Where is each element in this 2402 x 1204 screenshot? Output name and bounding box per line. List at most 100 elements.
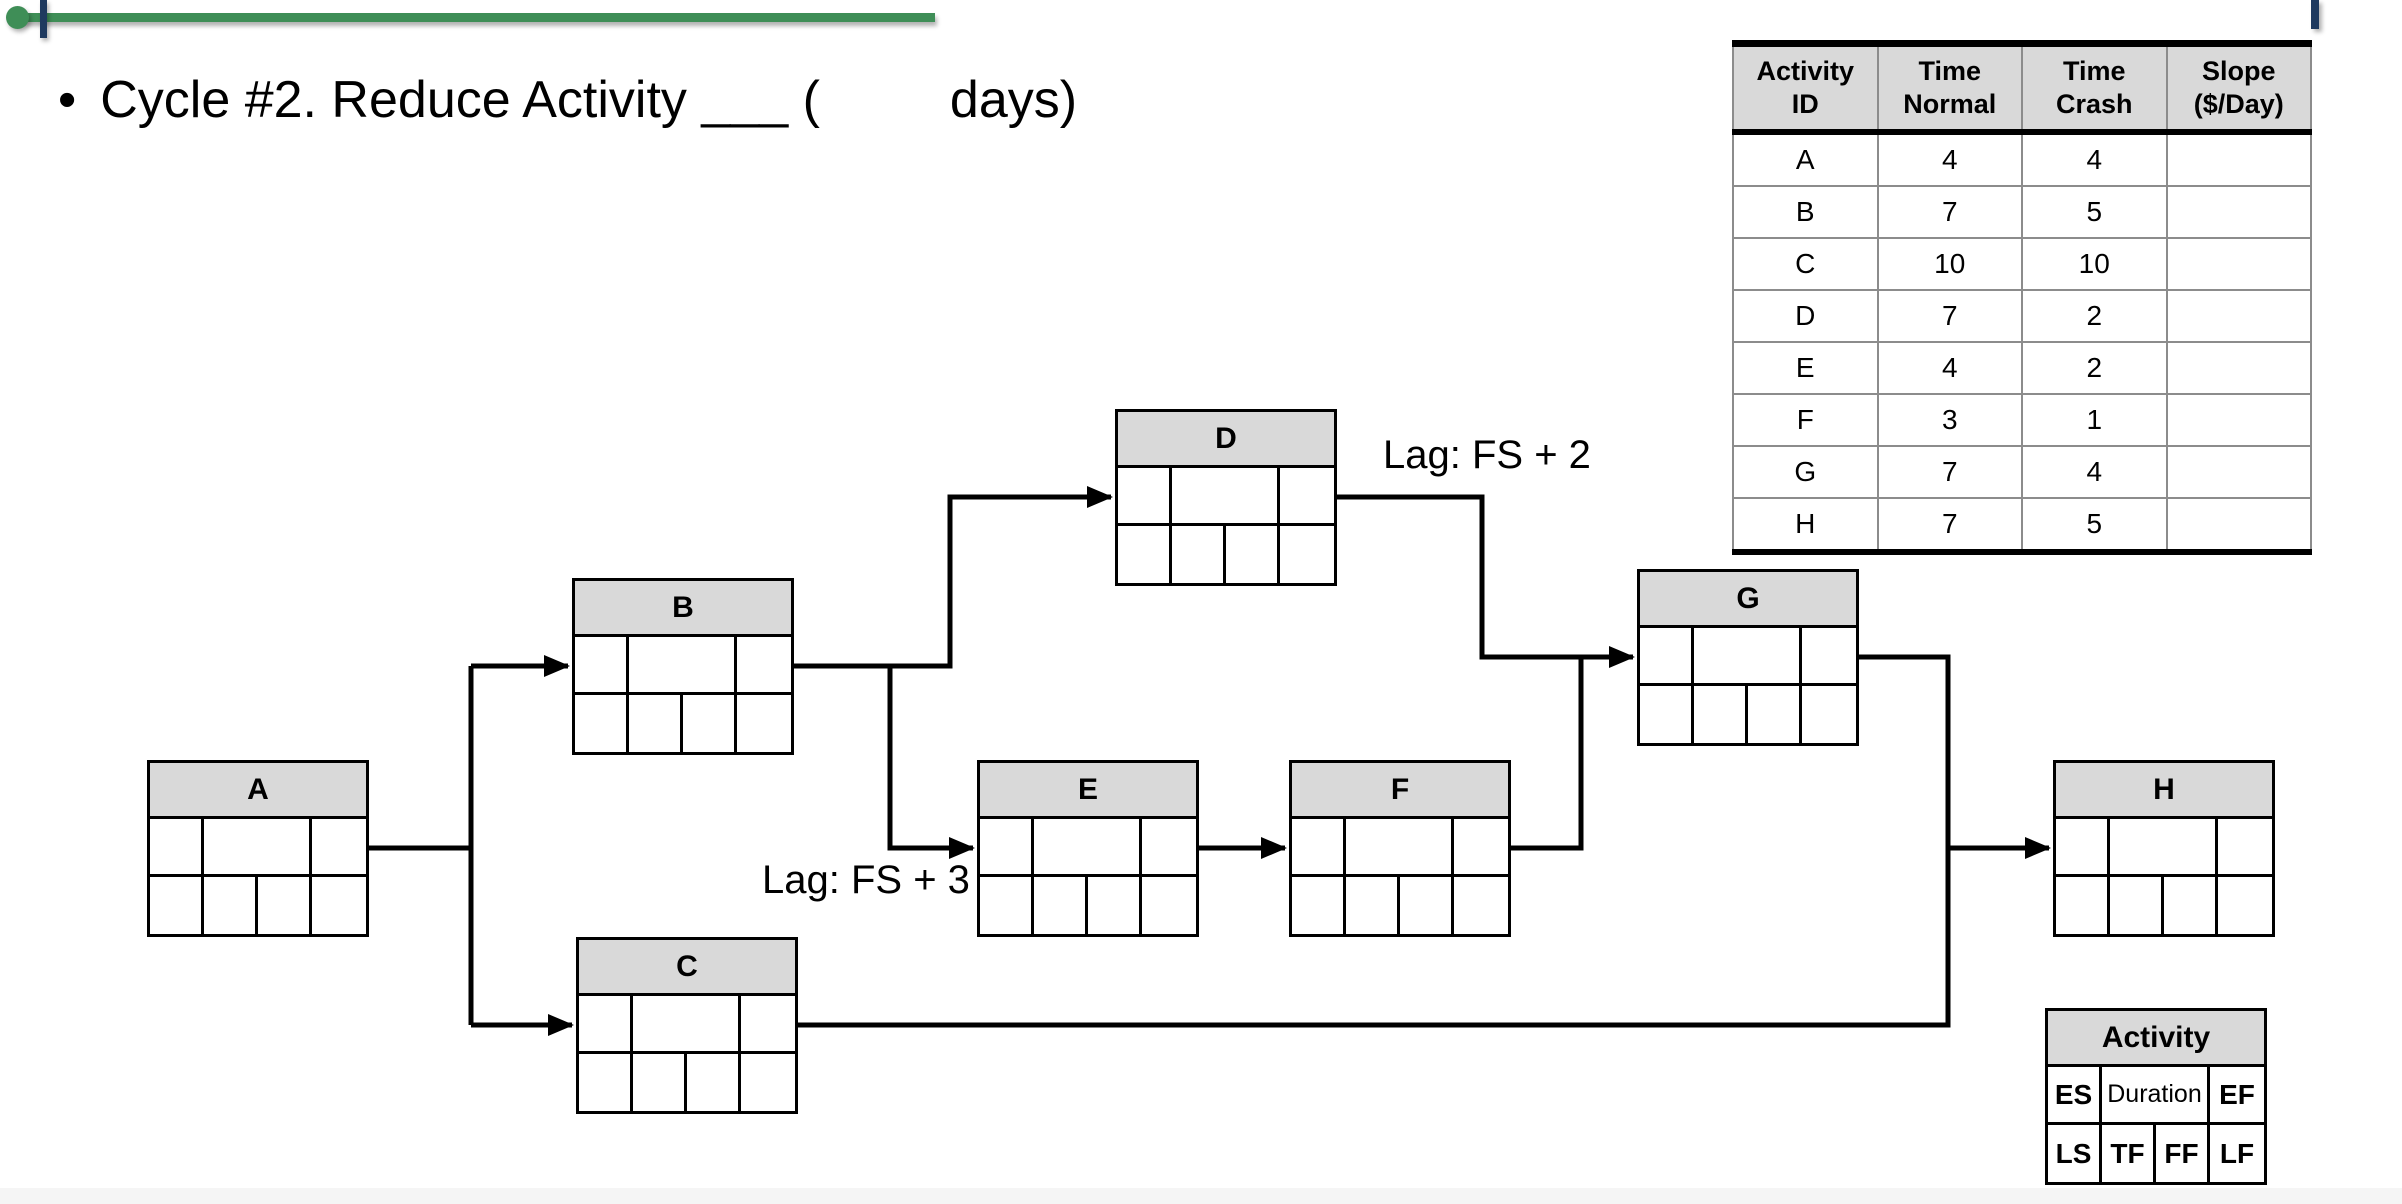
node-row-ls-tf-ff-lf (1292, 877, 1508, 934)
crash-table-cell-F-0: F (1732, 393, 1879, 447)
node-cell-es (575, 637, 629, 692)
node-cell-ff (1226, 526, 1280, 583)
node-cell-ls (1292, 877, 1346, 934)
node-cell-lf (1802, 686, 1856, 743)
legend-row-1: ES Duration EF (2048, 1067, 2264, 1125)
legend-cell-tf: TF (2102, 1125, 2156, 1182)
node-cell-tf (1034, 877, 1088, 934)
node-row-es-dur-ef (575, 637, 791, 695)
crash-table-cell-E-2: 2 (2021, 341, 2168, 395)
node-cell-ef (1142, 819, 1196, 874)
activity-node-H: H (2053, 760, 2275, 937)
node-row-ls-tf-ff-lf (579, 1054, 795, 1111)
activity-node-label-H: H (2056, 763, 2272, 819)
edge-b-to-d (794, 486, 1113, 669)
navy-marker-right (2311, 0, 2319, 29)
crash-table-cell-D-2: 2 (2021, 289, 2168, 343)
legend-row-2: LS TF FF LF (2048, 1125, 2264, 1182)
crash-table-cell-A-1: 4 (1876, 131, 2023, 187)
node-cell-tf (2110, 877, 2164, 934)
node-cell-lf (312, 877, 366, 934)
node-cell-duration (1034, 819, 1142, 874)
crash-table-cell-C-2: 10 (2021, 237, 2168, 291)
crash-table-cell-B-1: 7 (1876, 185, 2023, 239)
crash-table-cell-F-2: 1 (2021, 393, 2168, 447)
node-cell-ef (2218, 819, 2272, 874)
activity-node-C: C (576, 937, 798, 1114)
node-cell-tf (204, 877, 258, 934)
activity-node-label-C: C (579, 940, 795, 996)
node-cell-es (579, 996, 633, 1051)
crash-table-header-cell-3: Slope ($/Day) (2165, 40, 2312, 135)
legend-cell-ls: LS (2048, 1125, 2102, 1182)
activity-node-D: D (1115, 409, 1337, 586)
node-cell-ls (1640, 686, 1694, 743)
edge-d-to-g (1337, 494, 1635, 668)
node-row-ls-tf-ff-lf (575, 695, 791, 752)
node-cell-ef (1802, 628, 1856, 683)
node-cell-ff (1748, 686, 1802, 743)
node-row-ls-tf-ff-lf (1118, 526, 1334, 583)
node-cell-es (1292, 819, 1346, 874)
crash-table-cell-D-3 (2165, 289, 2312, 343)
crash-table-cell-H-3 (2165, 497, 2312, 555)
lag-label-d-g: Lag: FS + 2 (1383, 433, 1591, 477)
crash-table-cell-E-0: E (1732, 341, 1879, 395)
node-cell-es (980, 819, 1034, 874)
crash-table-cell-C-3 (2165, 237, 2312, 291)
edge-g-to-h (1859, 654, 2051, 859)
node-cell-ff (258, 877, 312, 934)
legend-cell-duration: Duration (2102, 1067, 2210, 1122)
green-accent-dot (6, 6, 29, 29)
node-cell-tf (1346, 877, 1400, 934)
bottom-strip (0, 1188, 2402, 1204)
node-cell-duration (2110, 819, 2218, 874)
crash-table-cell-H-2: 5 (2021, 497, 2168, 555)
crash-table-header-cell-0: Activity ID (1732, 40, 1879, 135)
node-cell-duration (204, 819, 312, 874)
node-row-ls-tf-ff-lf (980, 877, 1196, 934)
node-cell-lf (737, 695, 791, 752)
node-cell-duration (633, 996, 741, 1051)
crash-table-cell-A-0: A (1732, 131, 1879, 187)
legend-title: Activity (2048, 1011, 2264, 1067)
crash-table-cell-D-0: D (1732, 289, 1879, 343)
node-cell-ff (1088, 877, 1142, 934)
legend-cell-ff: FF (2156, 1125, 2210, 1182)
lag-label-b-e: Lag: FS + 3 (762, 858, 970, 902)
bullet-icon: • (58, 71, 77, 129)
crash-table-cell-G-2: 4 (2021, 445, 2168, 499)
crash-table-cell-A-3 (2165, 131, 2312, 187)
node-row-es-dur-ef (579, 996, 795, 1054)
node-row-es-dur-ef (1118, 468, 1334, 526)
node-cell-lf (741, 1054, 795, 1111)
crash-table-cell-G-1: 7 (1876, 445, 2023, 499)
node-cell-duration (1346, 819, 1454, 874)
node-row-es-dur-ef (980, 819, 1196, 877)
activity-node-F: F (1289, 760, 1511, 937)
crash-table-header-cell-1: Time Normal (1876, 40, 2023, 135)
activity-node-label-F: F (1292, 763, 1508, 819)
node-cell-lf (1280, 526, 1334, 583)
node-row-es-dur-ef (1640, 628, 1856, 686)
node-cell-ef (737, 637, 791, 692)
activity-node-label-E: E (980, 763, 1196, 819)
crash-table-cell-G-3 (2165, 445, 2312, 499)
crash-table-cell-B-3 (2165, 185, 2312, 239)
node-cell-ef (741, 996, 795, 1051)
activity-node-E: E (977, 760, 1199, 937)
edge-b-to-e (887, 666, 975, 859)
node-row-es-dur-ef (150, 819, 366, 877)
node-row-ls-tf-ff-lf (2056, 877, 2272, 934)
green-accent-line (16, 13, 935, 22)
node-cell-lf (1142, 877, 1196, 934)
node-cell-tf (1172, 526, 1226, 583)
crash-table-cell-F-1: 3 (1876, 393, 2023, 447)
node-row-ls-tf-ff-lf (1640, 686, 1856, 743)
crash-table-header-cell-2: Time Crash (2021, 40, 2168, 135)
